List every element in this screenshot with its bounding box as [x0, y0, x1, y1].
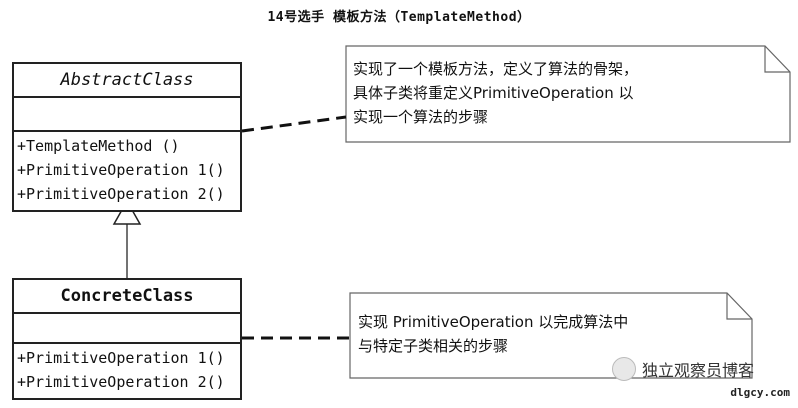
diagram-title: 14号选手 模板方法（TemplateMethod） [267, 10, 531, 25]
note-line: 与特定子类相关的步骤 [358, 337, 509, 355]
concrete-class-box: ConcreteClass +PrimitiveOperation 1() +P… [12, 278, 242, 400]
abstract-class-operations: +TemplateMethod () +PrimitiveOperation 1… [14, 132, 240, 210]
watermark: 独立观察员博客 [612, 357, 754, 381]
watermark-text: 独立观察员博客 [642, 361, 755, 380]
note-primitive-operation: 实现 PrimitiveOperation 以完成算法中 与特定子类相关的步骤 [358, 310, 738, 358]
note1-fold [764, 46, 790, 73]
concrete-class-attributes [14, 314, 240, 344]
site-watermark: dlgcy.com [730, 386, 790, 399]
note-line: 具体子类将重定义PrimitiveOperation 以 [353, 84, 634, 102]
note1-box [345, 45, 791, 143]
note2-fold [726, 293, 752, 320]
note-line: 实现 PrimitiveOperation 以完成算法中 [358, 313, 629, 331]
operation-template-method: +TemplateMethod () [17, 137, 180, 155]
note1-connector [241, 115, 347, 133]
inheritance-arrow [112, 199, 142, 225]
operation-primitive-2: +PrimitiveOperation 2() [17, 373, 225, 391]
concrete-class-name: ConcreteClass [14, 280, 240, 314]
operation-primitive-1: +PrimitiveOperation 1() [17, 349, 225, 367]
note-line: 实现一个算法的步骤 [353, 108, 489, 126]
operation-primitive-1: +PrimitiveOperation 1() [17, 161, 225, 179]
abstract-class-attributes [14, 98, 240, 132]
wechat-icon [612, 357, 636, 381]
note2-box [349, 292, 753, 379]
concrete-class-operations: +PrimitiveOperation 1() +PrimitiveOperat… [14, 344, 240, 398]
abstract-class-box: AbstractClass +TemplateMethod () +Primit… [12, 62, 242, 212]
abstract-class-name: AbstractClass [14, 64, 240, 98]
note-line: 实现了一个模板方法，定义了算法的骨架， [353, 60, 639, 78]
note-template-method: 实现了一个模板方法，定义了算法的骨架， 具体子类将重定义PrimitiveOpe… [353, 57, 773, 129]
operation-primitive-2: +PrimitiveOperation 2() [17, 185, 225, 203]
